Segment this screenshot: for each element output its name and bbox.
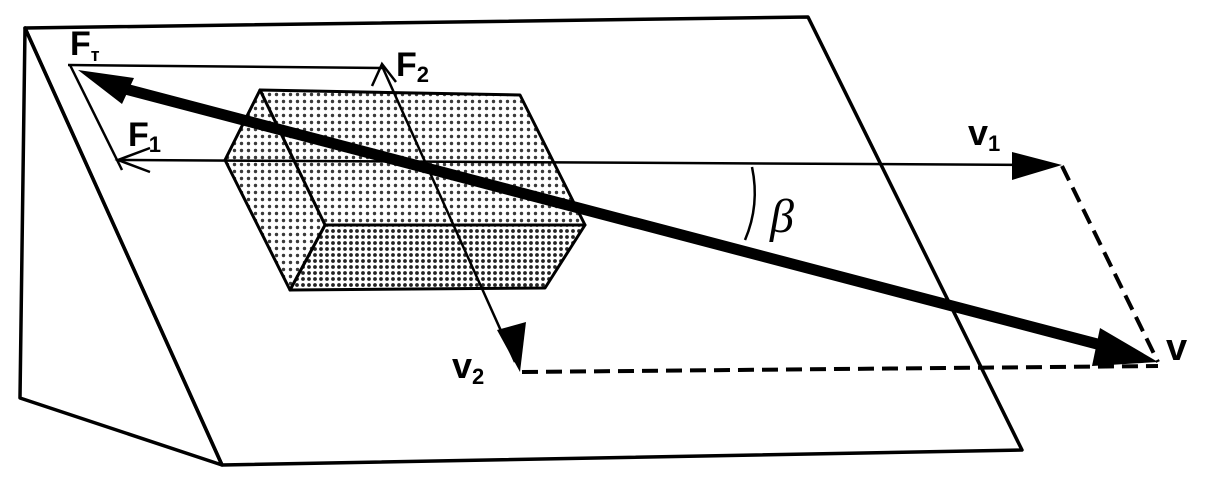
- angle-beta-arc: [743, 166, 757, 241]
- f2-v2-line: [370, 61, 526, 372]
- v2-arrowhead: [497, 322, 526, 372]
- ft-arrowhead: [78, 70, 134, 104]
- wedge: [18, 15, 1024, 467]
- f2-arrowhead: [370, 61, 397, 87]
- parallelogram-dashes: [521, 165, 1160, 374]
- v-arrowhead: [1092, 328, 1158, 366]
- label-force-2: F2: [396, 46, 429, 87]
- labels: Fт F1 F2 v1 v2 v β: [70, 25, 1187, 389]
- friction-construction: [67, 63, 383, 171]
- label-force-1-sub: 1: [149, 132, 161, 157]
- wedge-top-face: [23, 15, 1024, 467]
- velocity-arrow: [78, 70, 1158, 366]
- block-left-face: [223, 88, 327, 292]
- label-velocity-2: v2: [452, 345, 484, 389]
- label-friction-force: Fт: [70, 25, 100, 65]
- label-angle-beta: β: [769, 190, 794, 243]
- label-force-1: F1: [128, 116, 161, 157]
- v1-arrowhead: [1012, 152, 1062, 180]
- label-velocity-2-sub: 2: [472, 364, 484, 389]
- label-force-2-sub: 2: [417, 62, 429, 87]
- label-friction-force-sub: т: [91, 45, 100, 65]
- label-velocity-1-sub: 1: [988, 131, 1000, 156]
- label-velocity: v: [1166, 327, 1187, 369]
- label-velocity-1: v1: [968, 112, 1000, 156]
- block-front-face: [288, 223, 587, 292]
